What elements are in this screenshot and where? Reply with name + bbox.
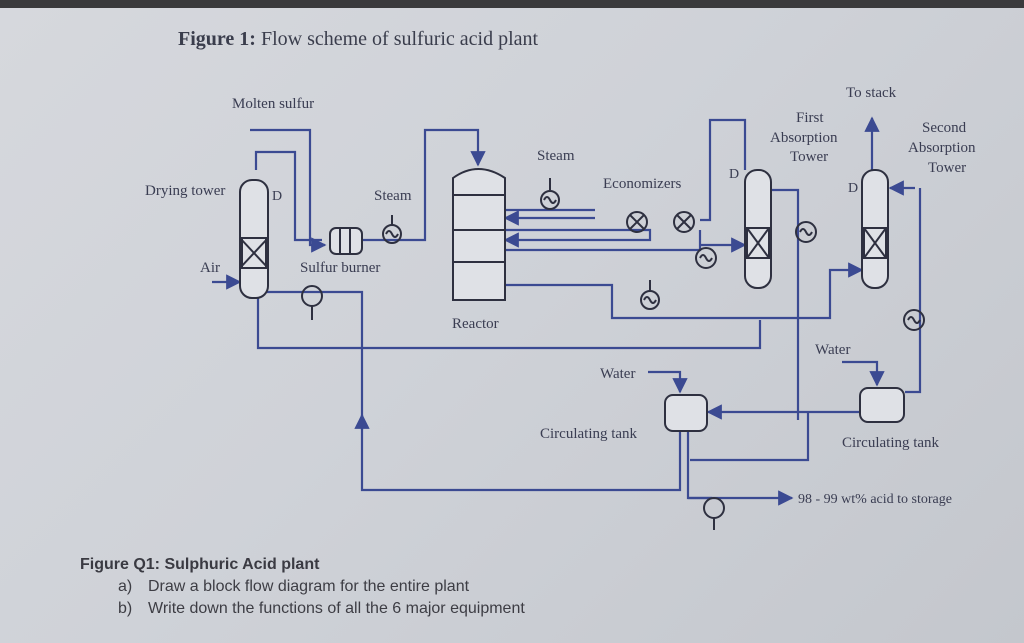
recycle-loop (310, 290, 682, 492)
label-air: Air (200, 260, 220, 276)
economizer-2 (673, 211, 695, 233)
label-water-1: Water (600, 366, 635, 382)
molten-sulfur-line (250, 128, 327, 253)
second-abs-pump-line (905, 188, 922, 394)
figure-title-prefix: Figure 1: (178, 28, 256, 50)
acid-return-line (256, 292, 750, 350)
steam-boiler-2 (540, 178, 560, 210)
question-title: Figure Q1: Sulphuric Acid plant (80, 556, 320, 573)
label-circulating-tank-2: Circulating tank (842, 435, 940, 451)
label-steam-2: Steam (537, 148, 575, 164)
water-line-2 (842, 360, 885, 387)
econ-to-first-absorber (700, 118, 747, 222)
reactor-to-econ-line-2 (503, 228, 652, 248)
label-acid-to-storage: 98 - 99 wt% acid to storage (798, 492, 952, 507)
label-d-second: D (848, 181, 858, 196)
pump-1 (301, 285, 323, 320)
label-water-2: Water (815, 342, 850, 358)
label-first-abs-2: Absorption (770, 130, 838, 146)
dry-air-line (254, 150, 322, 242)
label-d-first: D (729, 167, 739, 182)
circulating-tank-1 (664, 394, 708, 432)
label-circulating-tank-1: Circulating tank (540, 426, 638, 442)
question-item-a: a) Draw a block flow diagram for the enti… (80, 578, 525, 596)
economizer-1 (626, 211, 648, 233)
question-letter-a: a) (118, 578, 133, 595)
question-block: Figure Q1: Sulphuric Acid plant a) Draw a… (80, 556, 525, 618)
label-d-drying: D (272, 189, 282, 204)
top-dark-strip (0, 0, 1024, 8)
question-item-b: b) Write down the functions of all the 6 … (80, 600, 525, 618)
burner-outlet-line (362, 128, 486, 242)
pump-2 (703, 497, 725, 530)
label-first-abs-1: First (796, 110, 824, 126)
question-text-a: Draw a block flow diagram for the entire… (148, 578, 470, 595)
steam-boiler-1 (382, 215, 402, 244)
sulfur-burner (329, 227, 363, 255)
label-economizers: Economizers (603, 176, 681, 192)
cooler-1 (695, 247, 717, 269)
first-absorption-tower (744, 169, 772, 289)
reactor-to-second-absorber (505, 262, 864, 320)
label-second-abs-3: Tower (928, 160, 966, 176)
water-line-1 (648, 370, 688, 394)
acid-storage-line (686, 432, 794, 506)
figure-title: Figure 1: Flow scheme of sulfuric acid p… (178, 28, 538, 51)
reactor (452, 168, 506, 301)
cooler-3 (903, 309, 925, 331)
label-second-abs-1: Second (922, 120, 967, 136)
tank1-to-tank2-low (690, 412, 810, 462)
question-text-b: Write down the functions of all the 6 ma… (148, 600, 525, 617)
label-drying-tower: Drying tower (145, 183, 225, 199)
cooler-2 (795, 221, 817, 243)
figure-title-text: Flow scheme of sulfuric acid plant (260, 28, 539, 50)
drying-tower (239, 179, 269, 299)
question-letter-b: b) (118, 600, 133, 617)
label-to-stack: To stack (846, 85, 897, 101)
steam-boiler-3 (640, 280, 660, 310)
label-sulfur-burner: Sulfur burner (300, 260, 380, 276)
first-to-second-line (770, 188, 800, 420)
circulating-tank-2 (859, 387, 905, 423)
label-first-abs-3: Tower (790, 149, 828, 165)
label-reactor: Reactor (452, 316, 499, 332)
label-second-abs-2: Absorption (908, 140, 976, 156)
second-absorption-tower (861, 169, 889, 289)
label-steam-1: Steam (374, 188, 412, 204)
label-molten-sulfur: Molten sulfur (232, 96, 314, 112)
